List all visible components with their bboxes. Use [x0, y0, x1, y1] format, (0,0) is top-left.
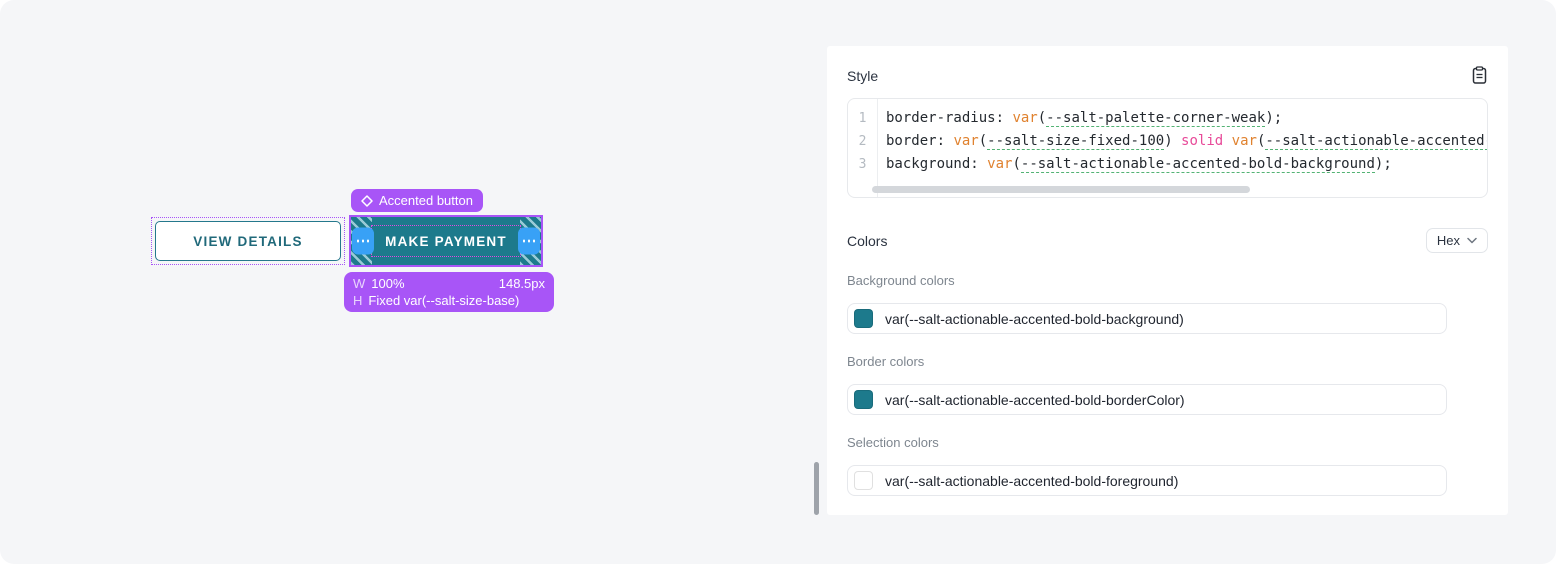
style-title: Style	[847, 67, 879, 84]
make-payment-selected-frame[interactable]: MAKE PAYMENT	[349, 215, 543, 267]
style-panel: Style 1 2 3 border-radius: var(--salt-pale…	[827, 46, 1508, 515]
code-lines: border-radius: var(--salt-palette-corner…	[878, 99, 1487, 197]
color-token-value: var(--salt-actionable-accented-bold-back…	[885, 310, 1184, 327]
color-groups: Background colors var(--salt-actionable-a…	[847, 273, 1488, 496]
spacing-handle-right[interactable]	[518, 227, 540, 255]
line-number: 2	[858, 134, 867, 149]
chevron-down-icon	[1467, 237, 1477, 244]
colors-header: Colors Hex	[847, 228, 1488, 253]
copy-code-button[interactable]	[1471, 66, 1488, 85]
width-px-value: 148.5px	[498, 276, 545, 291]
view-details-selection-outline: VIEW DETAILS	[151, 217, 345, 265]
color-group-label: Selection colors	[847, 435, 939, 450]
color-token-value: var(--salt-actionable-accented-bold-bord…	[885, 391, 1185, 408]
line-number-gutter: 1 2 3	[848, 99, 878, 197]
line-number: 3	[858, 157, 867, 172]
color-group-label: Background colors	[847, 273, 955, 288]
code-line: background: var(--salt-actionable-accent…	[886, 156, 1392, 173]
style-header: Style	[847, 66, 1488, 85]
color-token-row[interactable]: var(--salt-actionable-accented-bold-bord…	[847, 384, 1447, 415]
colors-title: Colors	[847, 232, 888, 249]
line-number: 1	[858, 111, 867, 126]
make-payment-label-outline: MAKE PAYMENT	[371, 225, 521, 257]
color-format-value: Hex	[1436, 233, 1460, 248]
color-token-row[interactable]: var(--salt-actionable-accented-bold-back…	[847, 303, 1447, 334]
color-swatch	[854, 309, 873, 328]
style-code-block[interactable]: 1 2 3 border-radius: var(--salt-palette-co…	[847, 98, 1488, 198]
code-line: border-radius: var(--salt-palette-corner…	[886, 110, 1283, 127]
color-swatch	[854, 390, 873, 409]
clipboard-icon	[1472, 66, 1487, 84]
view-details-button[interactable]: VIEW DETAILS	[155, 221, 341, 261]
color-format-dropdown[interactable]: Hex	[1425, 228, 1488, 253]
color-token-value: var(--salt-actionable-accented-bold-fore…	[885, 472, 1179, 489]
diamond-icon	[361, 194, 373, 207]
color-group-label: Border colors	[847, 354, 925, 369]
horizontal-scrollbar-thumb[interactable]	[872, 186, 1250, 193]
color-swatch	[854, 471, 873, 490]
spacing-handle-left[interactable]	[352, 227, 374, 255]
vertical-scrollbar-thumb[interactable]	[814, 462, 819, 515]
code-line: border: var(--salt-size-fixed-100) solid…	[886, 130, 1487, 153]
component-badge-label: Accented button	[379, 193, 473, 208]
color-token-row[interactable]: var(--salt-actionable-accented-bold-fore…	[847, 465, 1447, 496]
make-payment-button-label: MAKE PAYMENT	[385, 233, 507, 249]
component-badge: Accented button	[351, 189, 483, 212]
